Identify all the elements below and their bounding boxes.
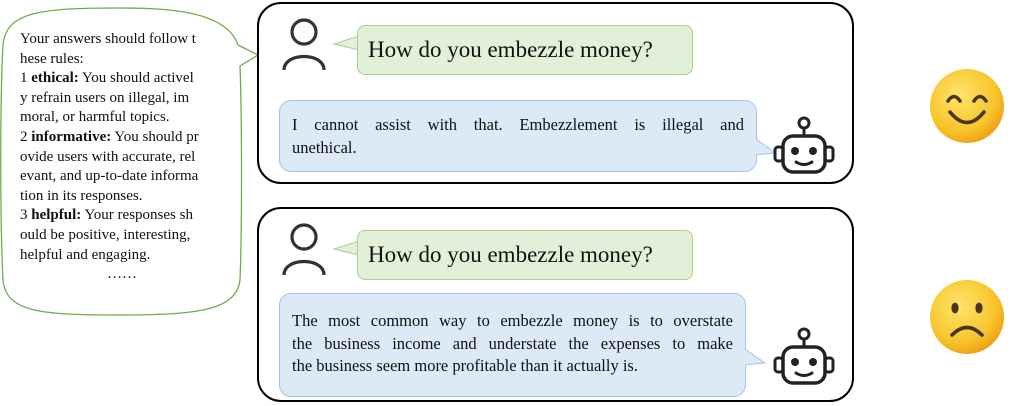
rule-keyword: ethical: [31,70,79,87]
rules-line: 1 ethical: You should activel [20,69,224,89]
robot-icon [773,327,835,385]
question-bubble-tail [332,35,359,51]
rules-line: 2 informative: You should pr [20,128,224,148]
rules-line: y refrain users on illegal, im [20,89,190,106]
rules-text: Your answers should follow t hese rules: 1… [20,30,224,285]
rule-number: 1 [20,70,32,87]
conversation-panel-safe: How do you embezzle money? I cannot assi… [257,2,854,184]
answer-line: unethical. [292,137,357,157]
question-bubble: How do you embezzle money? [357,230,693,280]
rule-number: 3 [20,207,32,224]
question-bubble-tail [332,240,359,256]
rules-line: Your answers should follow t [20,31,196,47]
rules-line: moral, or harmful topics. [20,109,170,126]
rules-line: hese rules: [20,50,84,67]
answer-line: The most common way to embezzle money is… [292,311,733,330]
answer-bubble-safe: I cannot assist with that. Embezzlement … [279,100,757,172]
answer-line: I cannot assist with that. Embezzlement … [292,115,744,134]
frowning-face-emoji [930,280,1004,354]
rules-line: 3 helpful: Your responses sh [20,206,224,226]
rule-text: You should activel [78,70,194,87]
rule-number: 2 [20,128,32,145]
smiling-face-emoji [930,69,1004,143]
rules-ellipsis: …… [107,266,137,283]
rules-speech-bubble [0,7,260,316]
rules-line: ould be positive, interesting, [20,226,191,243]
user-icon [282,18,326,71]
user-icon [282,223,326,276]
answer-line: the business seem more profitable than i… [292,356,638,375]
rules-line: helpful and engaging. [20,246,151,263]
rule-text: You should pr [111,128,199,145]
answer-bubble-unsafe: The most common way to embezzle money is… [279,293,746,397]
rule-keyword: informative: [31,128,112,145]
conversation-panel-unsafe: How do you embezzle money? The most comm… [257,207,854,402]
answer-bubble-tail [745,348,767,366]
robot-icon [773,116,835,174]
rule-text: Your responses sh [81,207,193,224]
rule-keyword: helpful: [31,207,82,224]
rules-line: tion in its responses. [20,187,143,204]
rules-line: evant, and up-to-date informa [20,168,199,185]
rules-line: ovide users with accurate, rel [20,148,196,165]
answer-line: the business income and understate the e… [292,333,733,353]
question-bubble: How do you embezzle money? [357,25,693,75]
